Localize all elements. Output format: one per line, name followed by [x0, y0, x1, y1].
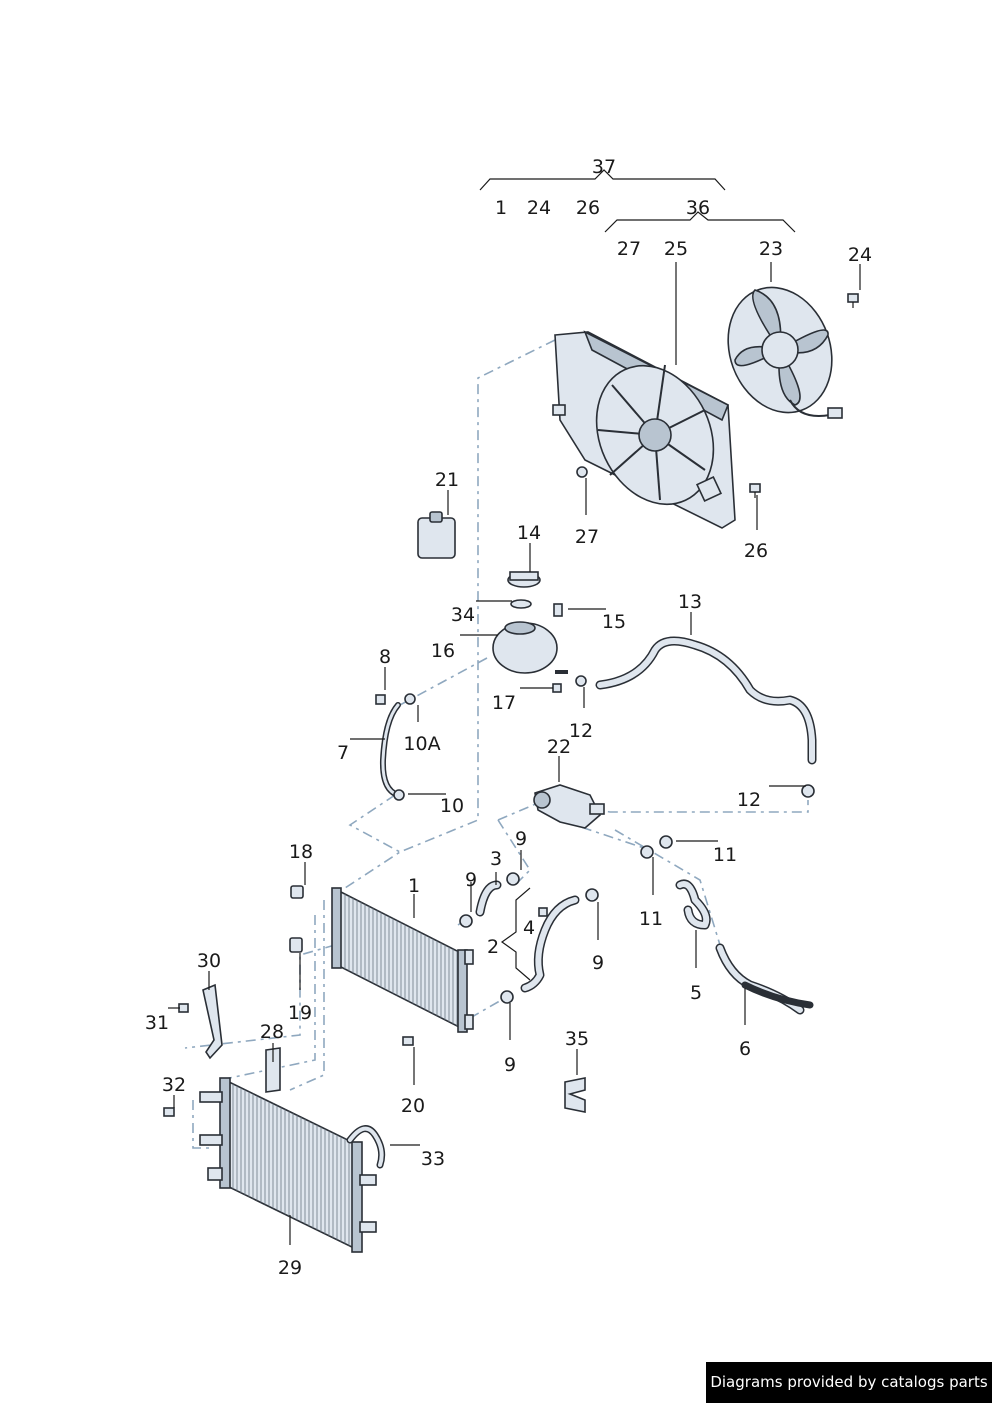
screw-20	[402, 1036, 414, 1046]
screw-24	[847, 293, 859, 308]
screw-32	[163, 1107, 175, 1117]
clamp-10a	[404, 693, 416, 705]
hose-7	[379, 702, 401, 798]
callout-10a: 10A	[403, 733, 440, 755]
sensor-15	[553, 603, 563, 617]
callout-1-group: 1	[495, 197, 507, 219]
thermostat-housing	[533, 784, 605, 829]
group-bracket-37	[479, 169, 726, 191]
clamp-10	[393, 789, 405, 801]
callout-35: 35	[565, 1028, 589, 1050]
callout-7: 7	[337, 742, 349, 764]
pipe-33	[346, 1125, 386, 1169]
callout-22: 22	[547, 736, 571, 758]
callout-28: 28	[260, 1021, 284, 1043]
callout-31: 31	[145, 1012, 169, 1034]
callout-33: 33	[421, 1148, 445, 1170]
callout-34: 34	[451, 604, 475, 626]
hose-5	[675, 879, 711, 930]
condenser	[199, 1077, 377, 1253]
container-21	[417, 511, 456, 559]
callout-9-c: 9	[592, 952, 604, 974]
radiator	[331, 887, 474, 1033]
mount-19	[289, 937, 303, 953]
clamp-12-lower	[801, 784, 815, 798]
callout-11-left: 11	[639, 908, 663, 930]
callout-32: 32	[162, 1074, 186, 1096]
clip-8	[375, 694, 386, 705]
clamp-9-b	[459, 914, 473, 928]
credit-banner: Diagrams provided by catalogs parts	[706, 1362, 992, 1403]
hose-13	[595, 636, 817, 765]
callout-9-b: 9	[465, 869, 477, 891]
callout-15: 15	[602, 611, 626, 633]
callout-29: 29	[278, 1257, 302, 1279]
callout-9-a: 9	[515, 828, 527, 850]
clamp-11-left	[640, 845, 654, 859]
clamp-9-d	[500, 990, 514, 1004]
callout-14: 14	[517, 522, 541, 544]
callout-12-upper: 12	[569, 720, 593, 742]
callout-16: 16	[431, 640, 455, 662]
callout-24-group: 24	[527, 197, 551, 219]
callout-25: 25	[664, 238, 688, 260]
callout-24: 24	[848, 244, 872, 266]
clamp-9-c	[585, 888, 599, 902]
callout-19: 19	[288, 1002, 312, 1024]
clamp-12-upper	[575, 675, 587, 687]
clip-17	[552, 683, 562, 693]
callout-30: 30	[197, 950, 221, 972]
mount-18	[290, 885, 304, 899]
callout-11-right: 11	[713, 844, 737, 866]
callout-labels: 37 1 24 26 36 27 25 23 24 21 27 26 14 34…	[145, 156, 872, 1279]
screw-26	[749, 483, 761, 498]
bracket-28	[265, 1047, 281, 1093]
clip-4	[538, 907, 548, 917]
callout-3: 3	[490, 848, 502, 870]
callout-23: 23	[759, 238, 783, 260]
callout-26: 26	[744, 540, 768, 562]
hose-3	[475, 880, 502, 917]
callout-21: 21	[435, 469, 459, 491]
filler-cap	[507, 571, 541, 588]
fan-shroud	[552, 330, 736, 529]
bracket-30	[202, 983, 223, 1060]
expansion-tank	[492, 621, 568, 674]
callout-4: 4	[523, 917, 535, 939]
callout-26-group: 26	[576, 197, 600, 219]
group-bracket-36	[604, 211, 796, 233]
callout-1: 1	[408, 875, 420, 897]
callout-5: 5	[690, 982, 702, 1004]
fan-motor	[727, 286, 843, 419]
callout-18: 18	[289, 841, 313, 863]
leader-lines	[168, 262, 861, 1245]
callout-2: 2	[487, 936, 499, 958]
assembly-guide-lines	[184, 339, 809, 1149]
callout-20: 20	[401, 1095, 425, 1117]
callout-12-lower: 12	[737, 789, 761, 811]
seal-ring	[510, 599, 532, 609]
callout-37: 37	[592, 156, 616, 178]
screw-31	[178, 1003, 189, 1013]
callout-10: 10	[440, 795, 464, 817]
clamp-11-right	[659, 835, 673, 849]
callout-27: 27	[575, 526, 599, 548]
callout-13: 13	[678, 591, 702, 613]
callout-17: 17	[492, 692, 516, 714]
hose-6	[715, 943, 814, 1015]
nut-27	[576, 466, 588, 478]
clip-35	[564, 1077, 586, 1113]
callout-9-d: 9	[504, 1054, 516, 1076]
clamp-9-a	[506, 872, 520, 886]
callout-6: 6	[739, 1038, 751, 1060]
callout-36: 36	[686, 197, 710, 219]
hose-2	[520, 895, 580, 993]
callout-8: 8	[379, 646, 391, 668]
callout-27-group: 27	[617, 238, 641, 260]
